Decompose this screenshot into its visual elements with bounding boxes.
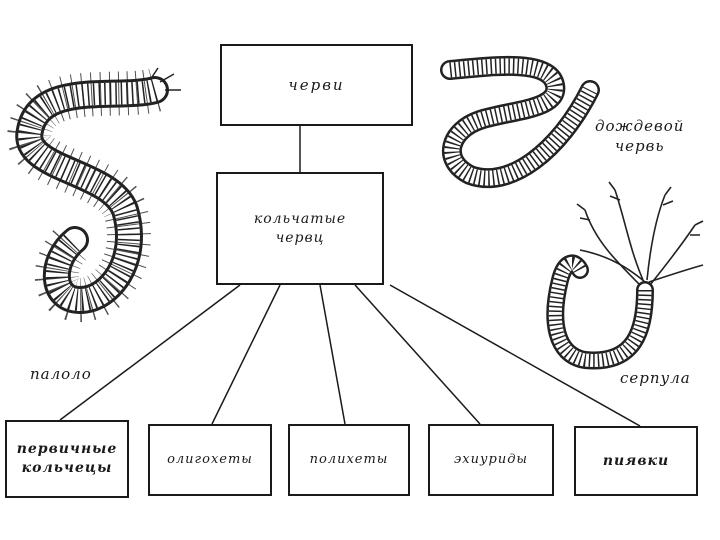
box-echiura: эхиуриды [428, 424, 554, 496]
connector-primary [59, 284, 241, 421]
box-echiura-label: эхиуриды [453, 452, 529, 468]
connector-polychaeta [319, 284, 346, 425]
connector-oligochaeta [211, 284, 281, 425]
box-worms-label: черви [288, 75, 345, 94]
box-annelids: кольчатые червц [216, 172, 384, 285]
serpula-worm-illustration [546, 181, 704, 370]
box-oligochaeta: олигохеты [148, 424, 272, 496]
label-palolo: палоло [30, 365, 92, 383]
label-serpula: серпула [620, 369, 691, 387]
box-polychaeta-label: полихеты [309, 452, 389, 468]
palolo-worm-illustration [7, 67, 181, 323]
connector-leeches [389, 284, 641, 427]
box-worms: черви [220, 44, 413, 126]
earthworm-illustration [440, 55, 600, 189]
connector-echiura [354, 284, 481, 425]
box-polychaeta: полихеты [288, 424, 410, 496]
label-earthworm: дождевой червь [595, 117, 685, 156]
box-oligochaeta-label: олигохеты [167, 452, 253, 468]
box-primary-annelids-label: первичные кольчецы [16, 441, 118, 476]
box-leeches-label: пиявки [602, 452, 670, 469]
box-primary-annelids: первичные кольчецы [5, 420, 129, 498]
box-annelids-label: кольчатые червц [253, 210, 347, 246]
box-leeches: пиявки [574, 426, 698, 496]
